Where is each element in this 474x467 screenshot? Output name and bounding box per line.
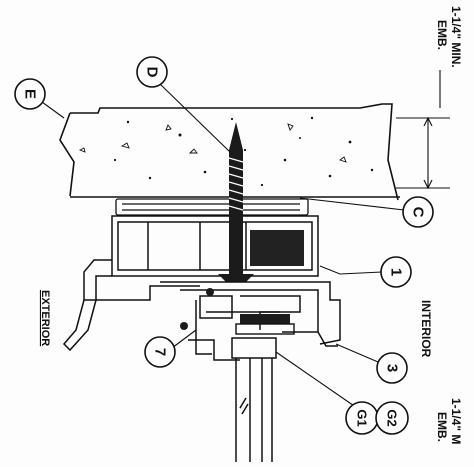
callout-e: E (14, 78, 46, 110)
svg-text:C: C (410, 207, 427, 218)
svg-text:1: 1 (388, 268, 405, 276)
screw-tip (229, 122, 243, 150)
bottom-dimension-label-line2: EMB. (435, 412, 449, 442)
glazing-bead (235, 314, 295, 335)
weatherstrip-lower (180, 322, 188, 330)
top-dimension-label-line2: EMB. (435, 20, 449, 50)
frame-inner-wall (117, 221, 313, 271)
insulating-glass (231, 337, 277, 462)
svg-text:E: E (22, 89, 39, 99)
concrete-left-break (59, 112, 75, 197)
svg-text:7: 7 (152, 348, 169, 356)
anchor-screw (218, 122, 254, 282)
insulation-block (250, 230, 304, 266)
bottom-dimension-label-line1: 1-1/4" M (449, 398, 463, 444)
callout-d: D (136, 56, 168, 88)
exterior-label: EXTERIOR (39, 290, 51, 346)
callout-7: 7 (144, 336, 176, 368)
callout-c: C (402, 196, 434, 228)
leader-lines (41, 83, 405, 411)
shim-pad (115, 198, 309, 216)
dimension-lines (396, 70, 450, 190)
leader-c (299, 197, 405, 211)
concrete-speckles (113, 116, 374, 187)
frame-extrusion (62, 215, 319, 352)
callout-1: 1 (380, 256, 412, 288)
concrete-top-edge (70, 103, 399, 201)
leader-3 (335, 343, 379, 363)
svg-text:G2: G2 (385, 409, 400, 426)
leader-1 (319, 265, 383, 275)
weatherstrip-upper (206, 288, 214, 296)
concrete-aggregate (78, 123, 347, 163)
callout-3: 3 (376, 352, 408, 384)
leader-e (41, 101, 65, 119)
callout-g2: G2 (375, 401, 409, 435)
svg-text:G1: G1 (355, 409, 370, 426)
leader-g (275, 351, 361, 411)
leader-7 (171, 329, 197, 349)
frame-outer-wall (111, 215, 319, 277)
sash-assembly (160, 281, 341, 361)
top-dimension-label-line1: 1-1/4" MIN. (449, 6, 463, 68)
frame-sill-flange (96, 285, 200, 301)
svg-text:3: 3 (384, 364, 401, 372)
screw-head (218, 274, 254, 282)
interior-label: INTERIOR (419, 300, 433, 358)
screw-shank (229, 150, 243, 274)
leader-d (159, 83, 231, 153)
frame-exterior-fin (62, 299, 97, 352)
svg-text:D: D (144, 67, 161, 78)
frame-exterior-leg (83, 259, 112, 301)
callout-g1: G1 (345, 401, 379, 435)
